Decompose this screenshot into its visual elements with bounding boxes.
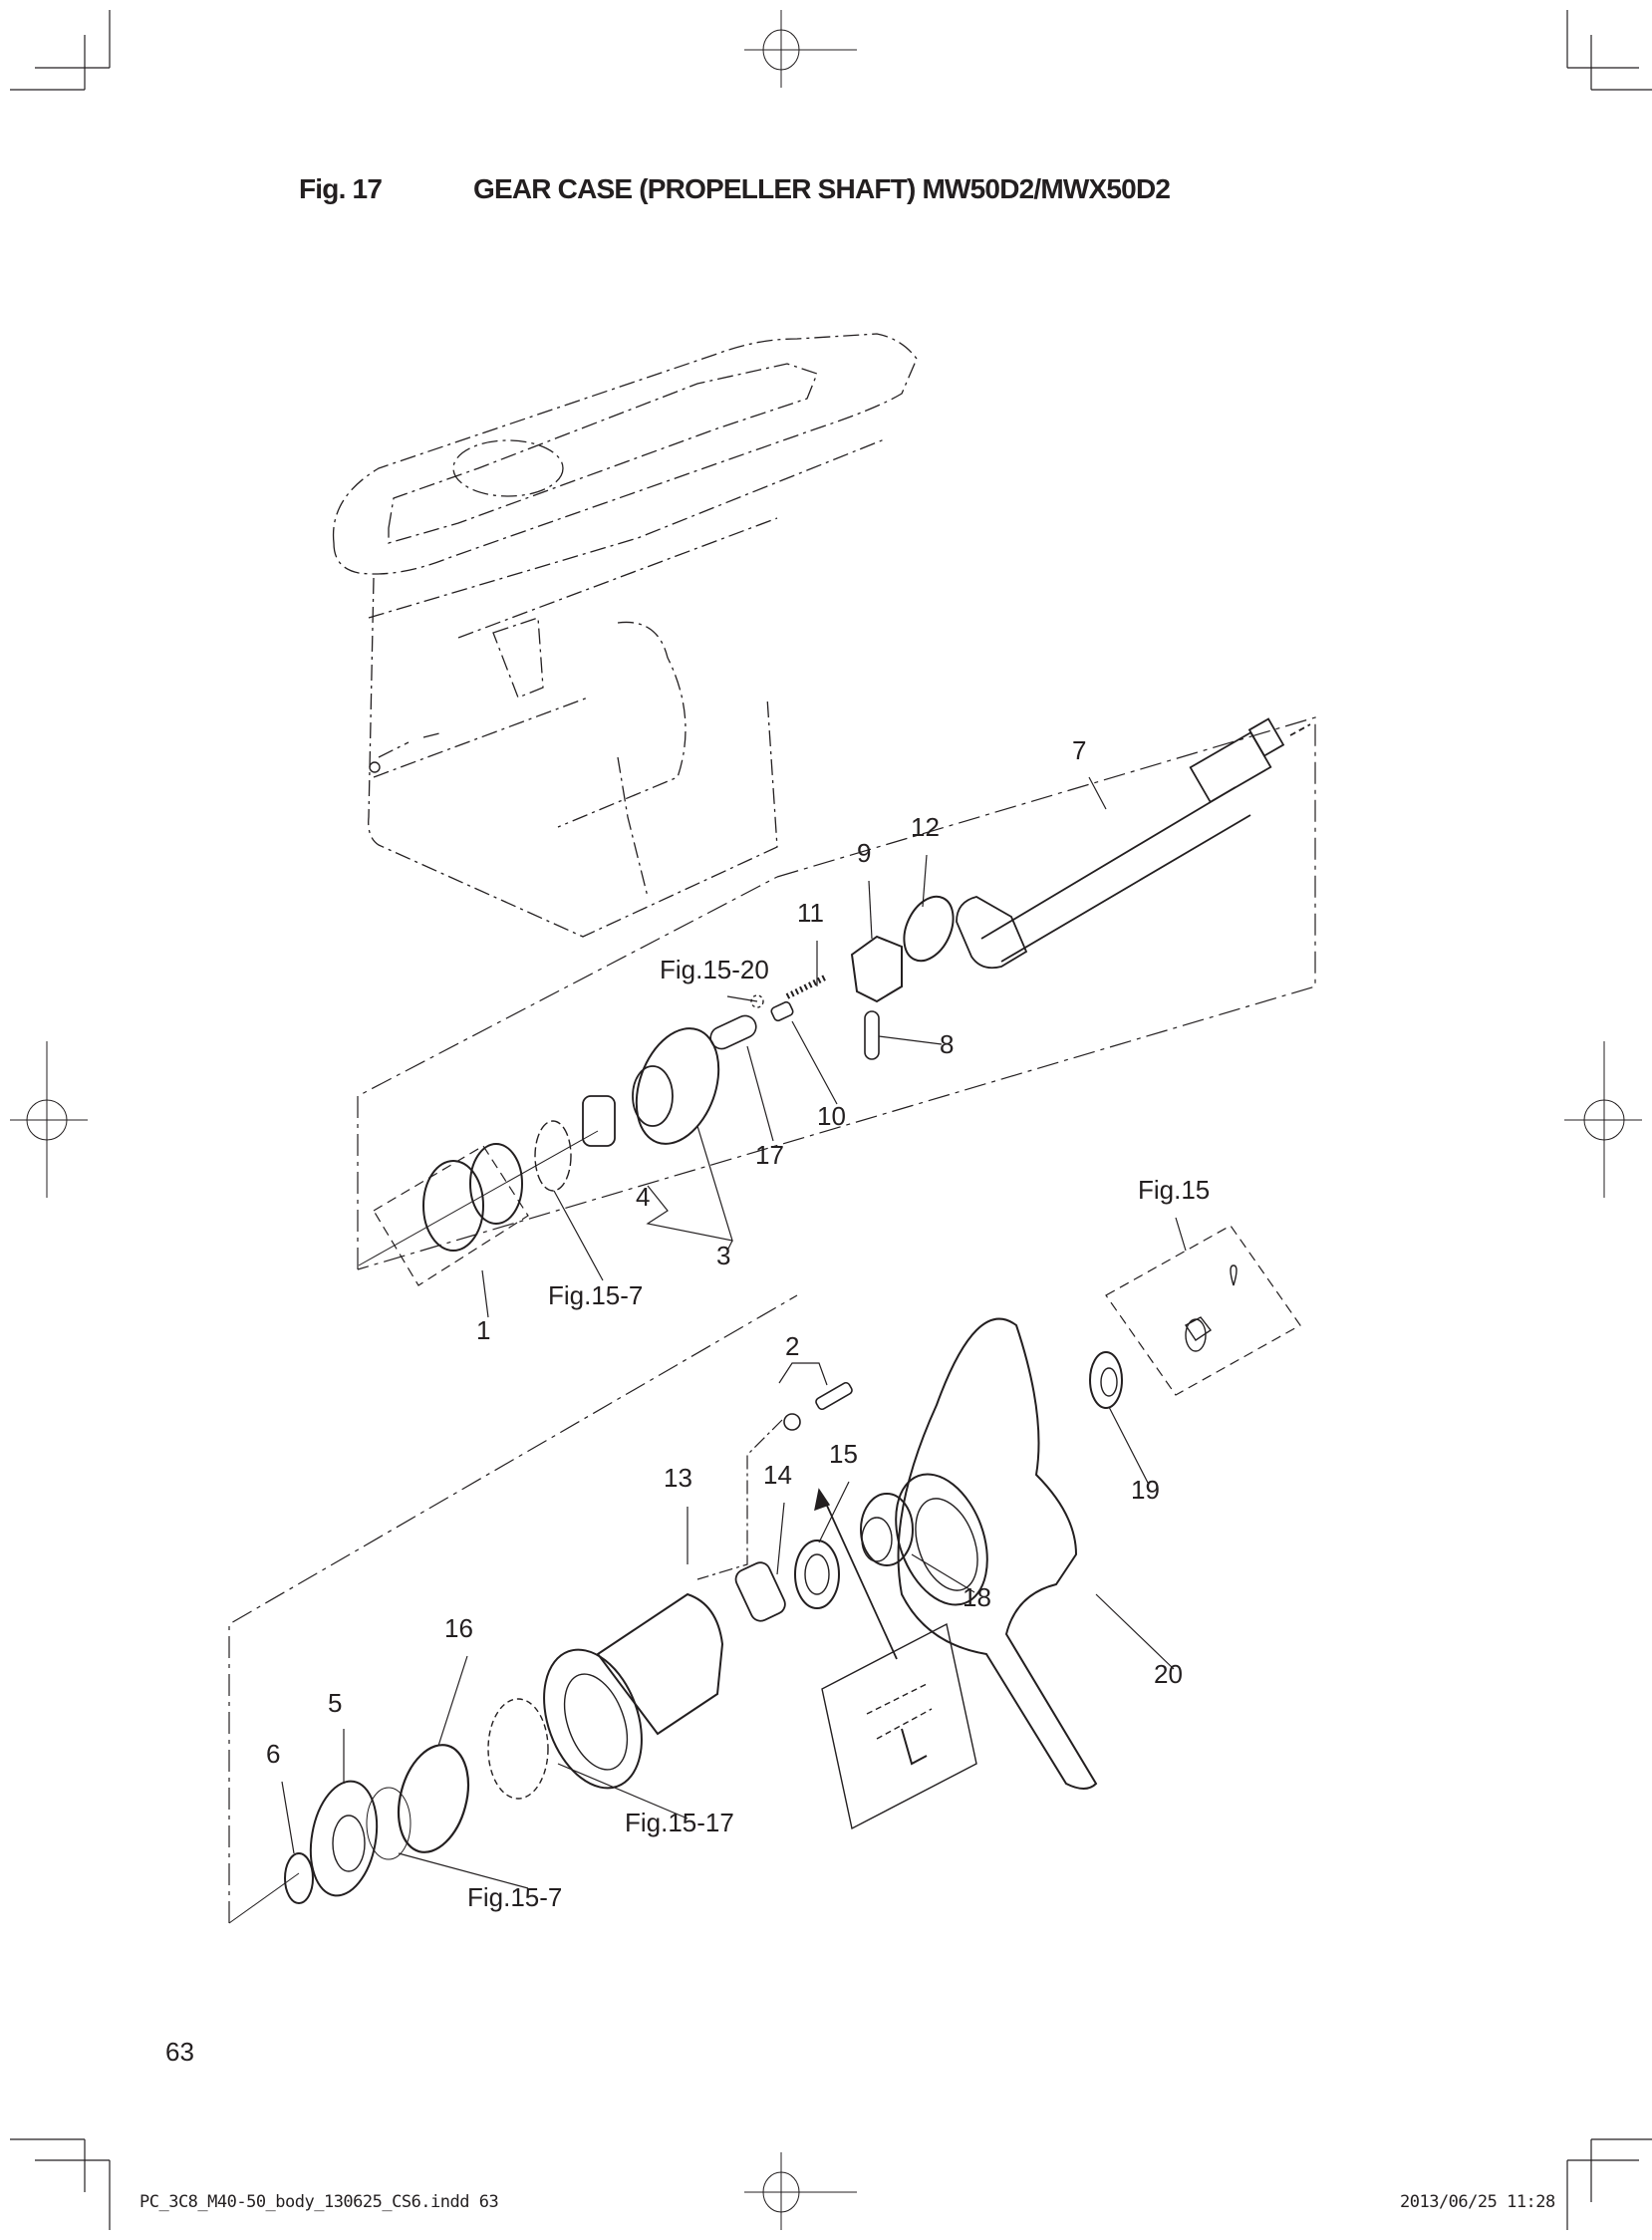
- part-label-20: 20: [1154, 1659, 1183, 1689]
- bolt-2: [815, 1381, 853, 1411]
- part-label-8: 8: [940, 1029, 955, 1059]
- ref-fig15-20: Fig.15-20: [660, 955, 769, 984]
- part-label-13: 13: [664, 1463, 692, 1493]
- figure-number: Fig. 17: [299, 173, 383, 204]
- upper-assembly-boundary: [357, 716, 1316, 1270]
- part-label-3: 3: [716, 1241, 731, 1270]
- figure-title: GEAR CASE (PROPELLER SHAFT) MW50D2/MWX50…: [473, 173, 1171, 204]
- shim-fig15-7-lower: [366, 1787, 412, 1860]
- shim-fig15-7-upper: [534, 1120, 572, 1192]
- bearing-fig15-17: [487, 1698, 549, 1800]
- reverse-gear-5: [309, 1780, 379, 1897]
- inset-detail-box: [821, 1622, 977, 1830]
- part-label-6: 6: [266, 1739, 281, 1769]
- forward-gear-3: [635, 1027, 720, 1145]
- leader-lines: [281, 776, 1187, 1889]
- spring-11: [785, 974, 829, 999]
- part-label-4: 4: [636, 1182, 651, 1212]
- part-label-17: 17: [755, 1140, 784, 1170]
- o-ring-16: [397, 1744, 470, 1853]
- crop-marks: [10, 10, 1652, 2230]
- clutch-9: [850, 935, 903, 1003]
- part-label-10: 10: [817, 1101, 846, 1131]
- part-label-15: 15: [829, 1439, 858, 1469]
- print-slug-filename: PC_3C8_M40-50_body_130625_CS6.indd 63: [139, 2192, 499, 2212]
- ring-12: [903, 895, 955, 963]
- spacer-18: [860, 1493, 914, 1566]
- bearing-race-1: [422, 1160, 484, 1252]
- needle-bearing-14: [734, 1561, 786, 1622]
- part-label-14: 14: [763, 1460, 792, 1490]
- needle-bearing-4: [582, 1095, 616, 1147]
- registration-marks: [10, 10, 1642, 2230]
- part-label-2: 2: [785, 1331, 800, 1361]
- part-label-12: 12: [911, 812, 940, 842]
- part-label-11: 11: [797, 898, 824, 928]
- ref-fig15-7-lower: Fig.15-7: [467, 1882, 563, 1912]
- washer-6: [284, 1852, 314, 1904]
- ref-fig15: Fig.15: [1138, 1175, 1211, 1205]
- part-label-9: 9: [857, 838, 872, 868]
- pin-8: [864, 1010, 880, 1060]
- part-label-7: 7: [1072, 735, 1087, 765]
- part-label-1: 1: [476, 1315, 491, 1345]
- seal-15: [794, 1540, 840, 1609]
- fig15-boundary: [1105, 1225, 1301, 1396]
- part-label-19: 19: [1131, 1475, 1160, 1505]
- print-slug-timestamp: 2013/06/25 11:28: [1400, 2192, 1555, 2212]
- propeller-20: [897, 1317, 1098, 1790]
- bearing-housing-13: [596, 1592, 724, 1736]
- washer-19: [1089, 1351, 1123, 1409]
- slider-10: [770, 1000, 794, 1022]
- part-label-5: 5: [328, 1688, 343, 1718]
- part-label-16: 16: [444, 1613, 473, 1643]
- part-label-18: 18: [963, 1582, 991, 1612]
- ref-fig15-17: Fig.15-17: [625, 1808, 734, 1837]
- propeller-shaft: [956, 717, 1311, 970]
- page-title: Fig. 17 GEAR CASE (PROPELLER SHAFT) MW50D…: [299, 173, 1171, 205]
- gear-case-housing: [332, 333, 918, 938]
- ref-fig15-7-upper: Fig.15-7: [548, 1280, 644, 1310]
- lower-assembly-boundary: [228, 1294, 798, 1923]
- page-number: 63: [165, 2037, 194, 2067]
